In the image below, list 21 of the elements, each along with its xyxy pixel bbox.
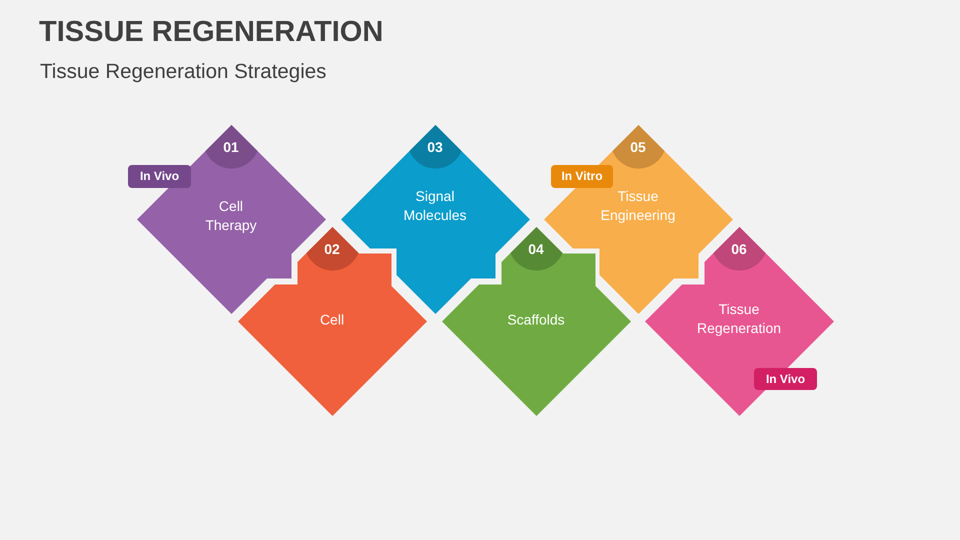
- page-title: TISSUE REGENERATION: [39, 15, 384, 50]
- step-number: 04: [528, 241, 544, 257]
- piece-title: Scaffolds: [507, 310, 565, 330]
- subtitle: Tissue Regeneration Strategies: [40, 59, 326, 85]
- tag: In Vivo: [754, 368, 817, 390]
- step-number: 06: [731, 241, 747, 257]
- puzzle-piece: [340, 124, 530, 314]
- tag: In Vivo: [128, 165, 191, 188]
- puzzle-piece: [644, 226, 834, 416]
- piece-title: Cell: [320, 310, 344, 330]
- tag: In Vitro: [551, 165, 613, 188]
- step-number: 01: [223, 139, 239, 155]
- piece-title: Tissue Engineering: [600, 187, 676, 225]
- puzzle-piece: [442, 226, 630, 416]
- piece-title: Tissue Regeneration: [696, 300, 782, 338]
- step-number: 03: [427, 139, 443, 155]
- step-number: 02: [324, 241, 340, 257]
- piece-title: Signal Molecules: [403, 187, 467, 225]
- piece-title: Cell Therapy: [205, 197, 257, 235]
- puzzle-piece: [136, 124, 326, 314]
- step-number: 05: [630, 139, 646, 155]
